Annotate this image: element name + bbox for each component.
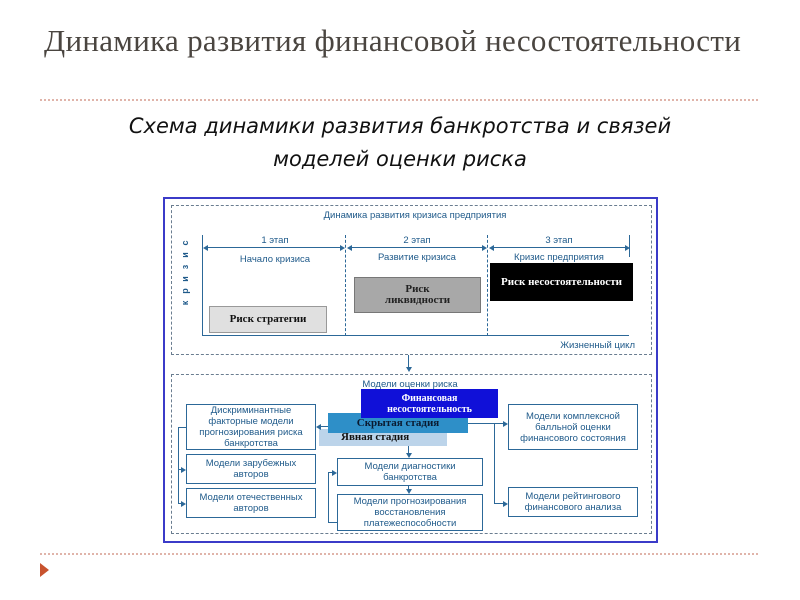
- crisis-side-label: с и з и р к: [178, 237, 192, 309]
- discriminant-models-box: Дискриминантные факторные модели прогноз…: [186, 404, 316, 450]
- arrow-right-icon: [181, 467, 186, 473]
- fin-insolvency-box: Финансовая несостоятельность: [361, 389, 498, 418]
- bankruptcy-diagnostics-models-box: Модели диагностики банкротства: [337, 458, 483, 486]
- section-connector: [408, 355, 409, 369]
- stage-2-phase: Развитие кризиса: [378, 252, 456, 263]
- hidden-stage-box: Скрытая стадия: [328, 413, 468, 433]
- footer-divider: [40, 553, 758, 555]
- risk-liquidity-box: Риск ликвидности: [354, 277, 481, 313]
- crisis-dynamics-title: Динамика развития кризиса предприятия: [323, 210, 507, 221]
- foreign-authors-models-box: Модели зарубежных авторов: [186, 454, 316, 484]
- lifecycle-label: Жизненный цикл: [560, 340, 635, 351]
- arrow-left-icon: [347, 245, 352, 251]
- stage-2-span: [349, 247, 484, 248]
- connector: [321, 426, 328, 427]
- risk-models-title: Модели оценки риска: [362, 379, 458, 390]
- stage-1-label: 1 этап: [261, 235, 289, 246]
- explicit-stage-box: Явная стадия: [319, 429, 447, 446]
- stage-1-phase: Начало кризиса: [239, 254, 311, 265]
- risk-insolvency-box: Риск несостоятельности: [490, 263, 633, 301]
- arrow-right-icon: [181, 501, 186, 507]
- feedback-connector: [328, 472, 329, 522]
- slide-title: Динамика развития финансовой несостоятел…: [44, 23, 742, 58]
- diagram-frame: Динамика развития кризиса предприятия с …: [163, 197, 658, 543]
- solvency-recovery-models-box: Модели прогнозирования восстановления пл…: [337, 494, 483, 531]
- arrow-left-icon: [203, 245, 208, 251]
- arrow-left-icon: [489, 245, 494, 251]
- connector: [494, 423, 495, 503]
- side-letter: к: [180, 300, 190, 306]
- arrow-right-icon: [503, 501, 508, 507]
- lifecycle-axis: [202, 235, 203, 336]
- feedback-connector: [328, 522, 337, 523]
- risk-models-section: [171, 374, 652, 534]
- arrow-down-icon: [406, 489, 412, 494]
- arrow-down-icon: [406, 453, 412, 458]
- arrow-left-icon: [316, 424, 321, 430]
- stage-divider: [345, 235, 346, 336]
- stage-3-phase: Кризис предприятия: [514, 252, 604, 263]
- arrow-right-icon: [482, 245, 487, 251]
- stage-3-label: 3 этап: [545, 235, 573, 246]
- stage-1-span: [205, 247, 342, 248]
- domestic-authors-models-box: Модели отечественных авторов: [186, 488, 316, 518]
- stage-2-label: 2 этап: [403, 235, 431, 246]
- connector: [178, 503, 182, 504]
- arrow-right-icon: [340, 245, 345, 251]
- connector: [178, 427, 179, 503]
- slide-subtitle: Схема динамики развития банкротства и св…: [128, 114, 672, 171]
- arrow-right-icon: [503, 421, 508, 427]
- title-divider: [40, 99, 758, 101]
- lifecycle-baseline: [202, 335, 629, 336]
- stage-3-span: [491, 247, 627, 248]
- rating-analysis-models-box: Модели рейтингового финансового анализа: [508, 487, 638, 517]
- feedback-connector: [328, 472, 333, 473]
- triangle-bullet-icon: [40, 563, 49, 577]
- arrow-right-icon: [332, 470, 337, 476]
- complex-score-models-box: Модели комплексной балльной оценки финан…: [508, 404, 638, 450]
- connector: [408, 486, 409, 490]
- connector: [468, 423, 504, 424]
- risk-strategy-box: Риск стратегии: [209, 306, 327, 333]
- connector: [408, 446, 409, 454]
- arrow-down-icon: [406, 367, 412, 372]
- connector: [178, 469, 182, 470]
- connector: [494, 503, 504, 504]
- connector: [178, 427, 186, 428]
- crisis-dynamics-section: [171, 205, 652, 355]
- arrow-right-icon: [625, 245, 630, 251]
- stage-divider: [487, 235, 488, 336]
